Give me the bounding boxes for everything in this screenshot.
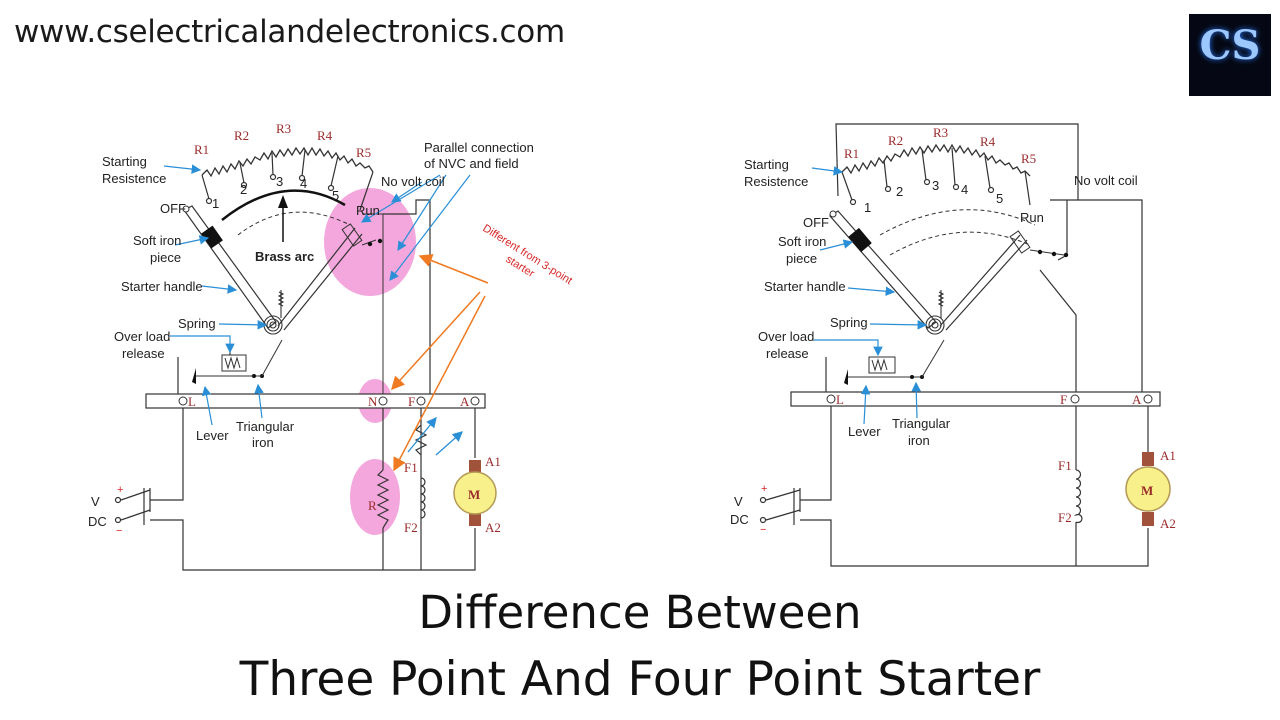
- spring-label-4pt: Spring: [830, 315, 868, 330]
- supply-v-label: V: [91, 494, 100, 509]
- supply-dc-label-4pt: DC: [730, 512, 749, 527]
- soft-iron-label-1-4pt: Soft iron: [778, 234, 826, 249]
- website-url[interactable]: www.cselectricalandelectronics.com: [14, 14, 565, 50]
- starting-resistence-label-1: Starting: [102, 154, 147, 169]
- lever-label: Lever: [196, 428, 229, 443]
- parallel-connection-label-1: Parallel connection: [424, 140, 534, 155]
- f2-label-4pt: F2: [1058, 510, 1072, 525]
- brass-arc-label: Brass arc: [255, 249, 314, 264]
- r-label: R: [368, 498, 377, 513]
- stud-1-label: 1: [212, 196, 219, 211]
- triangular-label-2-4pt: iron: [908, 433, 930, 448]
- r5-label-4pt: R5: [1021, 151, 1036, 166]
- cs-logo-icon: CS: [1189, 14, 1271, 96]
- stud-5-label-4pt: 5: [996, 191, 1003, 206]
- stud-1-label-4pt: 1: [864, 200, 871, 215]
- starting-resistence-label-2-4pt: Resistence: [744, 174, 808, 189]
- starting-resistence-label-1-4pt: Starting: [744, 157, 789, 172]
- a1-label-4pt: A1: [1160, 448, 1176, 463]
- four-point-starter: Starting Resistence No volt coil OFF Run…: [730, 123, 1176, 567]
- a2-label: A2: [485, 520, 501, 535]
- soft-iron-label-2-4pt: piece: [786, 251, 817, 266]
- run-label-4pt: Run: [1020, 210, 1044, 225]
- r5-label: R5: [356, 145, 371, 160]
- terminal-f-label-4pt: F: [1060, 392, 1067, 407]
- supply-v-label-4pt: V: [734, 494, 743, 509]
- off-label: OFF: [160, 201, 186, 216]
- off-label-4pt: OFF: [803, 215, 829, 230]
- lever-label-4pt: Lever: [848, 424, 881, 439]
- starting-resistance-chain: [201, 146, 374, 178]
- supply-minus-label: −: [116, 525, 122, 537]
- starter-handle-label-4pt: Starter handle: [764, 279, 846, 294]
- r4-label-4pt: R4: [980, 134, 996, 149]
- r1-label: R1: [194, 142, 209, 157]
- stud-3-label: 3: [276, 174, 283, 189]
- stud-4-label-4pt: 4: [961, 182, 968, 197]
- terminal-bar-4pt: [790, 391, 1161, 407]
- over-load-label-1: Over load: [114, 329, 170, 344]
- triangular-label-1: Triangular: [236, 419, 295, 434]
- stud-3-label-4pt: 3: [932, 178, 939, 193]
- f1-label-4pt: F1: [1058, 458, 1072, 473]
- terminal-n-label: N: [368, 394, 378, 409]
- parallel-connection-label-2: of NVC and field: [424, 156, 519, 171]
- logo-glyph: CS: [1199, 22, 1261, 69]
- motor-3pt: [453, 471, 497, 515]
- terminal-l-label: L: [188, 394, 196, 409]
- triangular-label-1-4pt: Triangular: [892, 416, 951, 431]
- r1-label-4pt: R1: [844, 146, 859, 161]
- stud-2-label: 2: [240, 182, 247, 197]
- motor-label-4pt: M: [1141, 483, 1153, 498]
- over-load-label-2: release: [122, 346, 165, 361]
- motor-label: M: [468, 487, 480, 502]
- starter-handle: [183, 205, 277, 329]
- supply-plus-label-4pt: +: [761, 483, 767, 495]
- page-title-line-1: Difference Between: [418, 586, 862, 639]
- starting-resistence-label-2: Resistence: [102, 171, 166, 186]
- terminal-a-label: A: [460, 394, 470, 409]
- no-volt-coil-label-4pt: No volt coil: [1074, 173, 1138, 188]
- starter-handle-label: Starter handle: [121, 279, 203, 294]
- terminal-f-label: F: [408, 394, 415, 409]
- f1-label: F1: [404, 460, 418, 475]
- starter-handle-4pt: [829, 210, 937, 329]
- highlight-r: [350, 459, 400, 535]
- terminal-bar: [145, 393, 486, 409]
- stud-4-label: 4: [300, 176, 307, 191]
- over-load-label-2-4pt: release: [766, 346, 809, 361]
- starting-resistance-chain-4pt: [841, 143, 1031, 177]
- supply-minus-label-4pt: −: [760, 524, 766, 536]
- stud-2-label-4pt: 2: [896, 184, 903, 199]
- soft-iron-label-2: piece: [150, 250, 181, 265]
- no-volt-coil-label: No volt coil: [381, 174, 445, 189]
- r2-label-4pt: R2: [888, 133, 903, 148]
- stud-5-label: 5: [332, 188, 339, 203]
- soft-iron-label-1: Soft iron: [133, 233, 181, 248]
- r2-label: R2: [234, 128, 249, 143]
- brass-arc: [221, 189, 346, 221]
- spring-label: Spring: [178, 316, 216, 331]
- terminal-a-label-4pt: A: [1132, 392, 1142, 407]
- r4-label: R4: [317, 128, 333, 143]
- page-title-line-2: Three Point And Four Point Starter: [239, 652, 1041, 707]
- a2-label-4pt: A2: [1160, 516, 1176, 531]
- terminal-l-label-4pt: L: [836, 392, 844, 407]
- triangular-label-2: iron: [252, 435, 274, 450]
- a1-label: A1: [485, 454, 501, 469]
- over-load-label-1-4pt: Over load: [758, 329, 814, 344]
- r3-label-4pt: R3: [933, 125, 948, 140]
- motor-4pt: [1125, 466, 1171, 512]
- supply-dc-label: DC: [88, 514, 107, 529]
- three-point-starter: Starting Resistence Parallel connection …: [88, 121, 574, 571]
- supply-plus-label: +: [117, 484, 123, 496]
- f2-label: F2: [404, 520, 418, 535]
- run-label: Run: [356, 203, 380, 218]
- r3-label: R3: [276, 121, 291, 136]
